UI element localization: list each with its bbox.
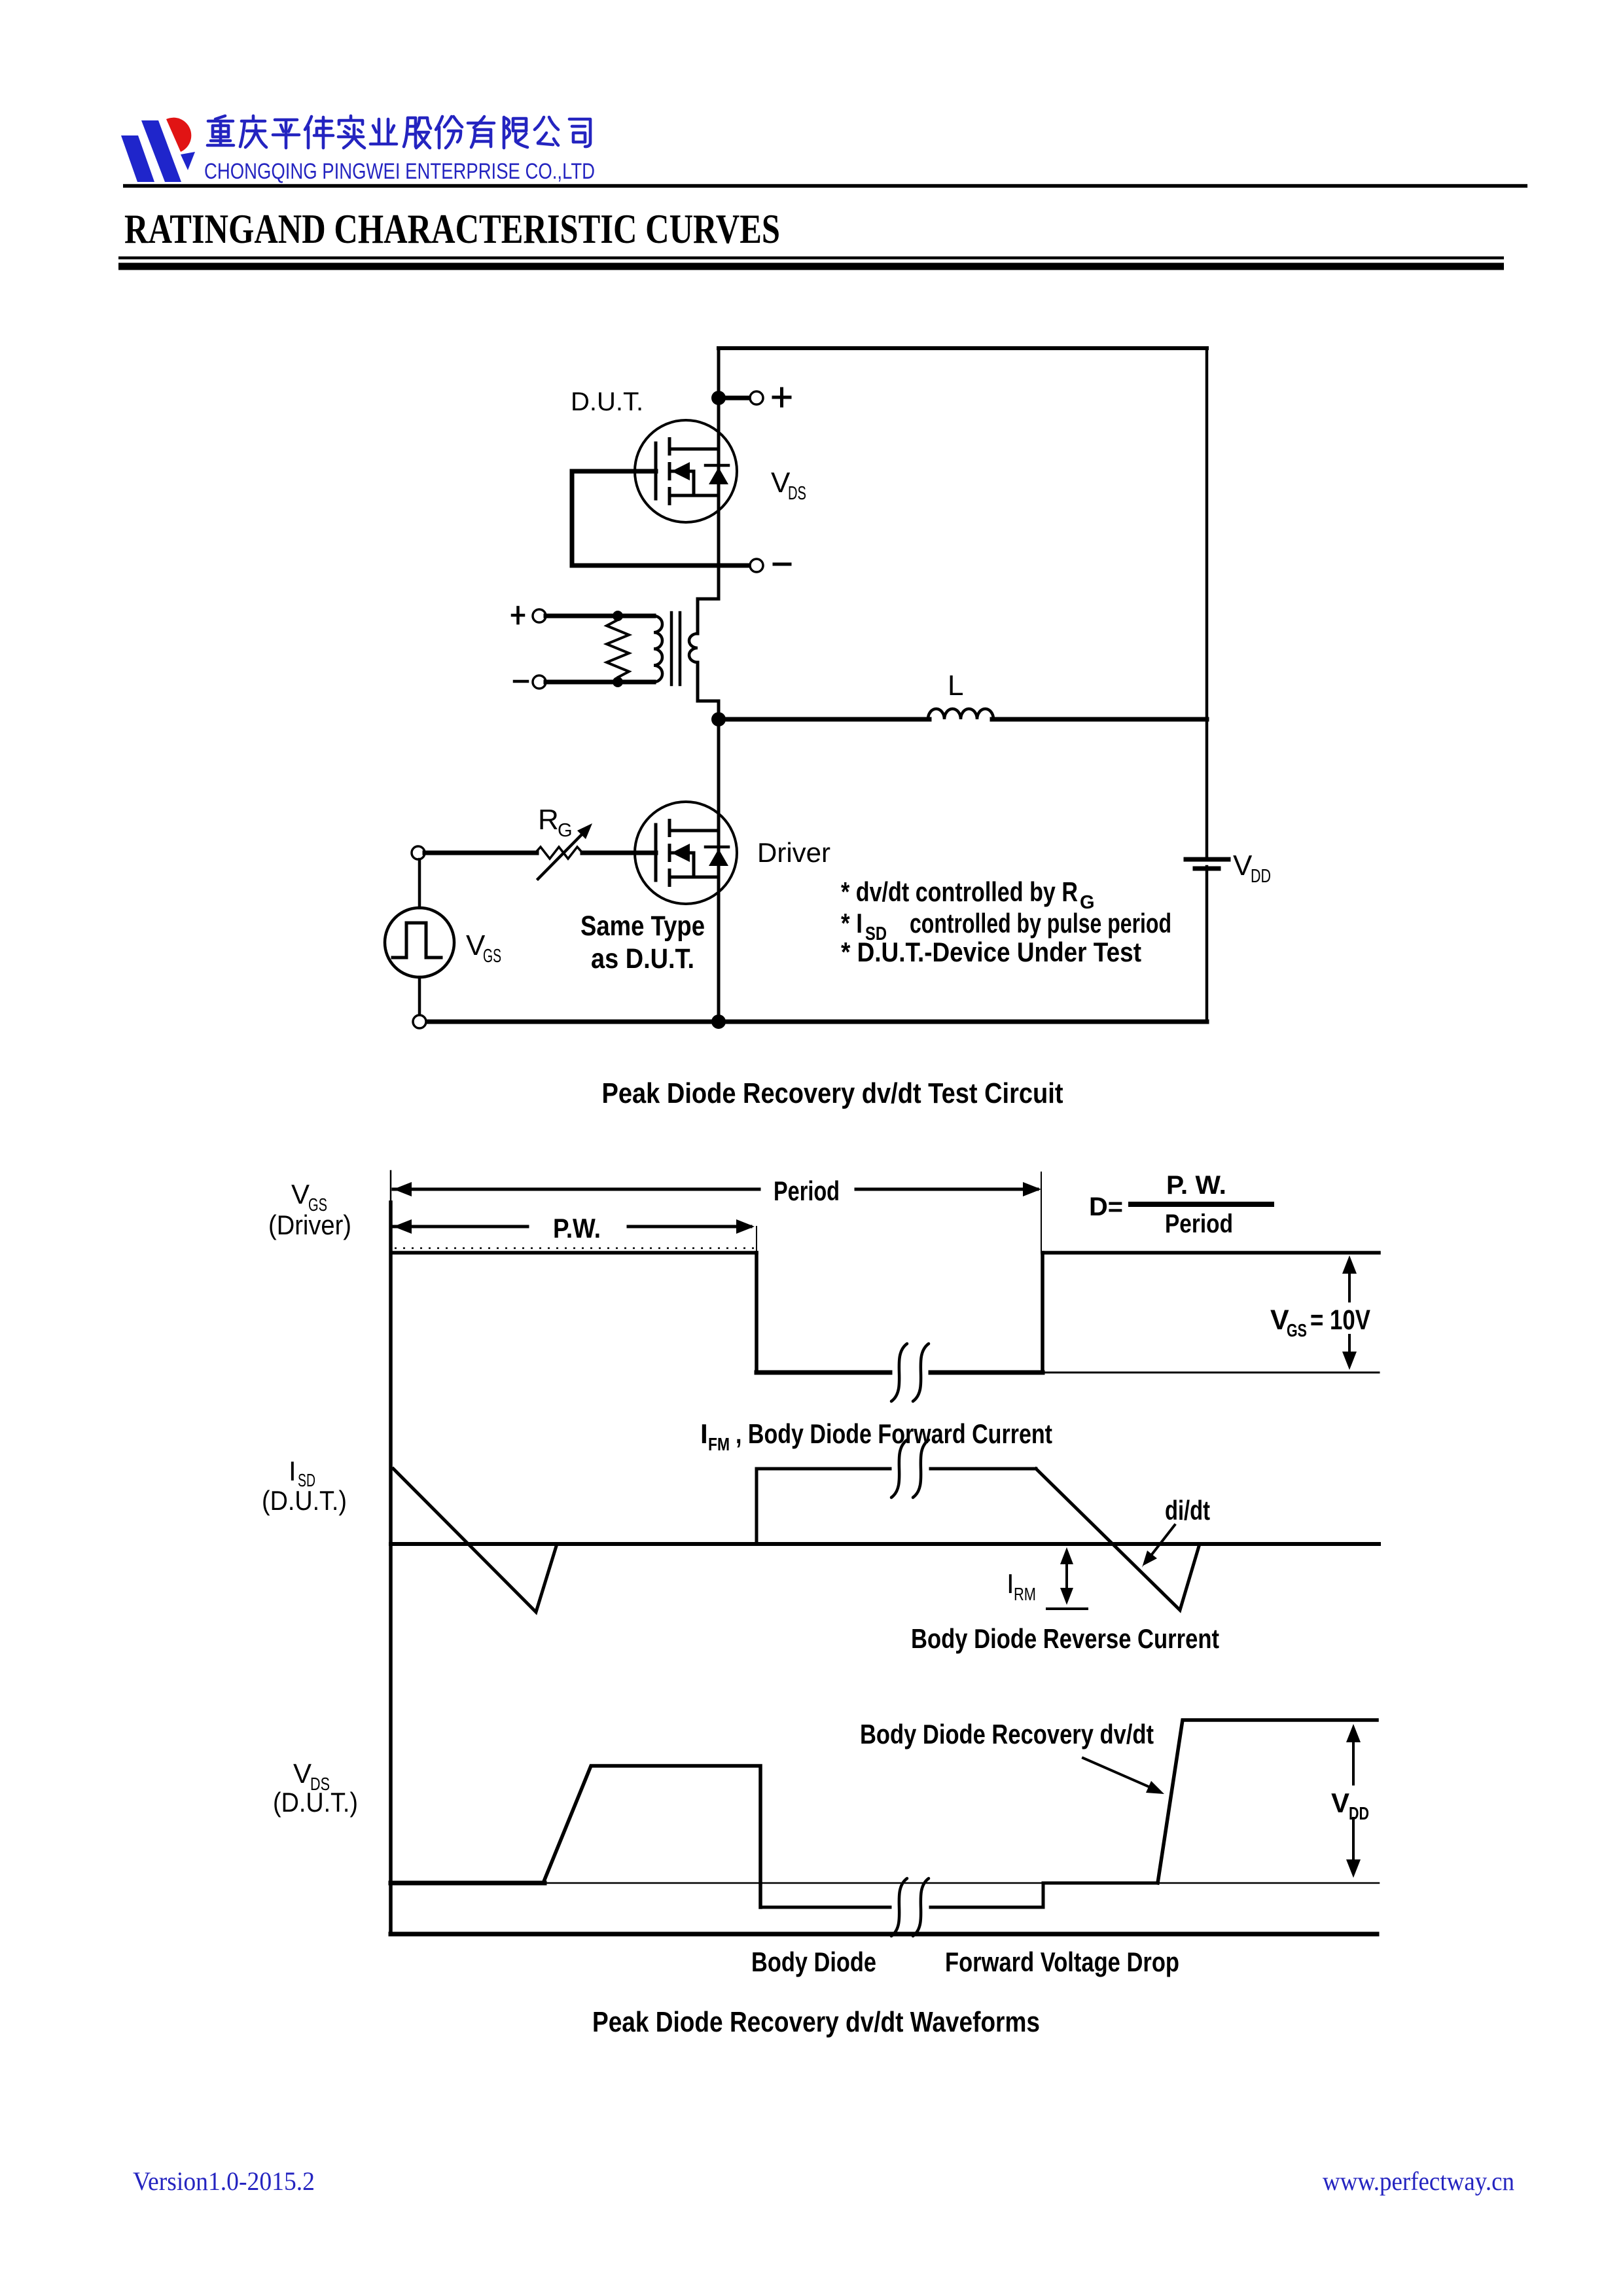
- svg-text:Same Type: Same Type: [580, 910, 705, 942]
- svg-text:Peak Diode Recovery dv/dt Wave: Peak Diode Recovery dv/dt Waveforms: [592, 2006, 1040, 2038]
- svg-text:RATINGAND CHARACTERISTIC CURVE: RATINGAND CHARACTERISTIC CURVES: [124, 206, 780, 252]
- svg-text:V: V: [293, 1758, 312, 1789]
- svg-text:G: G: [558, 820, 573, 841]
- svg-text:D.U.T.: D.U.T.: [571, 387, 643, 416]
- svg-text:GS: GS: [483, 946, 501, 967]
- svg-text:D=: D=: [1089, 1193, 1123, 1221]
- svg-text:* D.U.T.-Device Under Test: * D.U.T.-Device Under Test: [841, 937, 1141, 967]
- svg-text:= 10V: = 10V: [1310, 1304, 1370, 1336]
- svg-text:V: V: [771, 467, 791, 499]
- svg-text:SD: SD: [298, 1470, 315, 1490]
- svg-text:DD: DD: [1251, 866, 1271, 887]
- svg-text:(D.U.T.): (D.U.T.): [273, 1787, 358, 1818]
- svg-text:Period: Period: [774, 1175, 840, 1206]
- svg-text:Forward Voltage Drop: Forward Voltage Drop: [945, 1946, 1179, 1977]
- svg-text:CHONGQING PINGWEI ENTERPRISE C: CHONGQING PINGWEI ENTERPRISE CO.,LTD: [204, 159, 595, 184]
- svg-text:Period: Period: [1165, 1210, 1233, 1238]
- svg-text:Peak Diode Recovery dv/dt Test: Peak Diode Recovery dv/dt Test Circuit: [602, 1077, 1063, 1109]
- svg-text:V: V: [1270, 1304, 1289, 1336]
- svg-text:Body Diode Reverse Current: Body Diode Reverse Current: [911, 1623, 1219, 1654]
- svg-text:Body Diode: Body Diode: [751, 1946, 876, 1977]
- svg-text:V: V: [1233, 850, 1253, 882]
- svg-text:www.perfectway.cn: www.perfectway.cn: [1323, 2166, 1514, 2196]
- svg-text:DD: DD: [1349, 1803, 1369, 1823]
- svg-text:DS: DS: [310, 1774, 330, 1794]
- svg-text:di/dt: di/dt: [1165, 1495, 1210, 1526]
- svg-text:* dv/dt controlled by R: * dv/dt controlled by R: [841, 876, 1078, 907]
- svg-text:(Driver): (Driver): [268, 1210, 351, 1240]
- svg-text:I: I: [700, 1418, 708, 1449]
- svg-text:(D.U.T.): (D.U.T.): [262, 1485, 347, 1516]
- svg-text:Driver: Driver: [757, 837, 830, 868]
- svg-text:L: L: [948, 670, 963, 702]
- svg-text:Version1.0-2015.2: Version1.0-2015.2: [133, 2166, 315, 2196]
- svg-text:as D.U.T.: as D.U.T.: [591, 943, 694, 975]
- svg-text:V: V: [291, 1179, 310, 1210]
- svg-text:Body Diode Recovery dv/dt: Body Diode Recovery dv/dt: [860, 1719, 1154, 1749]
- svg-text:GS: GS: [1287, 1320, 1307, 1340]
- svg-text:I: I: [1007, 1568, 1014, 1599]
- svg-text:R: R: [538, 804, 559, 836]
- svg-text:RM: RM: [1014, 1584, 1036, 1604]
- svg-text:V: V: [1331, 1787, 1349, 1818]
- svg-text:SD: SD: [865, 924, 887, 944]
- svg-text:G: G: [1080, 892, 1095, 913]
- svg-text:P. W.: P. W.: [1166, 1171, 1226, 1200]
- svg-text:I: I: [289, 1456, 296, 1486]
- svg-text:* I: * I: [841, 908, 863, 939]
- svg-text:FM: FM: [708, 1434, 730, 1454]
- svg-text:P.W.: P.W.: [553, 1213, 601, 1244]
- svg-text:, Body Diode Forward Current: , Body Diode Forward Current: [736, 1418, 1052, 1449]
- svg-text:controlled by pulse period: controlled by pulse period: [910, 908, 1171, 939]
- svg-text:DS: DS: [788, 483, 806, 504]
- svg-text:V: V: [466, 929, 486, 961]
- svg-text:GS: GS: [308, 1194, 327, 1215]
